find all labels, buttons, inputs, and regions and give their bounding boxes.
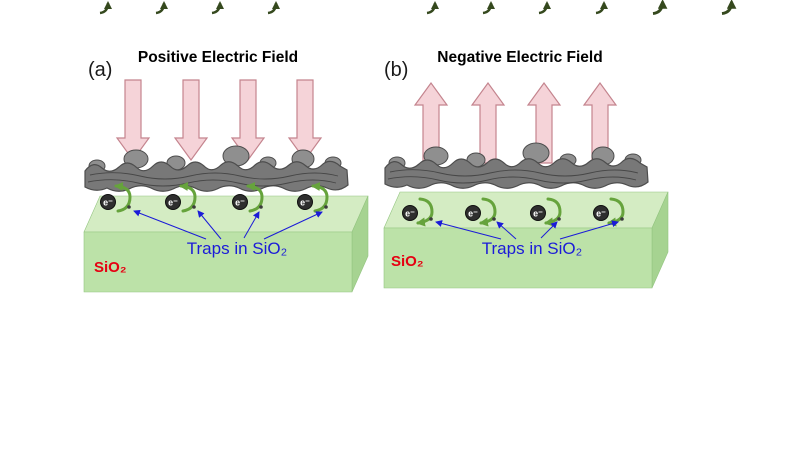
- trap-site-dot: [620, 217, 624, 221]
- electron-label: e⁻: [596, 209, 606, 219]
- substrate-label: SiO₂: [94, 259, 127, 276]
- detrap-arrow-icon: [179, 182, 197, 213]
- field-arrow-icon: [471, 82, 505, 164]
- panel-title: Negative Electric Field: [437, 49, 602, 66]
- traps-label: Traps in SiO₂: [187, 239, 287, 258]
- trap-pointer-arrow: [496, 221, 517, 240]
- cropped-artifact-icon: [596, 3, 604, 13]
- trap-arrow-icon: [479, 197, 497, 227]
- cropped-artifact-icon: [483, 3, 491, 13]
- trap-pointer-arrow: [540, 221, 558, 239]
- cropped-artifact-icon: [100, 3, 108, 13]
- cropped-artifact-icon: [539, 3, 547, 13]
- trap-site-dot: [259, 205, 263, 209]
- trap-pointer-arrow: [263, 211, 323, 240]
- detrap-arrow-icon: [311, 182, 329, 213]
- nanomaterial-film: [84, 145, 349, 192]
- trap-site-dot: [192, 205, 196, 209]
- substrate-label: SiO₂: [391, 253, 424, 270]
- electron-label: e⁻: [405, 209, 415, 219]
- panel-label: (a): [88, 59, 112, 81]
- electron-label: e⁻: [468, 209, 478, 219]
- cropped-artifact-icon: [722, 2, 732, 14]
- panel-title: Positive Electric Field: [138, 49, 298, 66]
- electron-row: e⁻ e⁻ e⁻ e⁻: [100, 182, 329, 213]
- top-crop-artifacts: [100, 2, 732, 14]
- electron-icon: e⁻: [402, 197, 434, 227]
- trap-site-dot: [429, 217, 433, 221]
- electron-label: e⁻: [168, 198, 178, 208]
- panel-a: (a) Positive Electric Field e⁻ e⁻: [83, 49, 369, 293]
- trap-site-dot: [324, 205, 328, 209]
- field-arrows-down: [116, 79, 322, 161]
- electron-icon: e⁻: [100, 182, 132, 213]
- field-arrow-icon: [174, 79, 208, 161]
- trap-arrow-icon: [416, 197, 434, 227]
- cropped-artifact-icon: [268, 3, 276, 13]
- trap-pointer-arrow: [133, 209, 207, 240]
- trap-site-dot: [127, 205, 131, 209]
- electron-icon: e⁻: [297, 182, 329, 213]
- cropped-artifact-icon: [156, 3, 164, 13]
- electron-label: e⁻: [235, 198, 245, 208]
- field-arrow-icon: [116, 79, 150, 161]
- panel-label: (b): [384, 59, 408, 81]
- detrap-arrow-icon: [114, 182, 132, 213]
- electron-label: e⁻: [103, 198, 113, 208]
- trap-site-dot: [557, 217, 561, 221]
- field-arrow-icon: [288, 79, 322, 161]
- electron-icon: e⁻: [465, 197, 497, 227]
- trap-pointer-arrow: [197, 210, 222, 240]
- detrap-arrow-icon: [246, 182, 264, 213]
- trap-arrow-icon: [544, 197, 562, 227]
- trap-site-dot: [492, 217, 496, 221]
- trap-pointer-arrows: [435, 220, 619, 240]
- electron-icon: e⁻: [165, 182, 197, 213]
- trap-pointer-arrow: [559, 220, 619, 240]
- trap-pointer-arrow: [435, 220, 502, 240]
- electron-icon: e⁻: [530, 197, 562, 227]
- cropped-artifact-icon: [653, 2, 663, 14]
- trap-pointer-arrow: [243, 211, 260, 239]
- electron-label: e⁻: [533, 209, 543, 219]
- traps-label: Traps in SiO₂: [482, 239, 582, 258]
- trap-pointer-arrows: [133, 209, 323, 240]
- electron-label: e⁻: [300, 198, 310, 208]
- cropped-artifact-icon: [427, 3, 435, 13]
- panel-b: (b) Negative Electric Field e⁻ e⁻: [383, 49, 669, 289]
- electron-icon: e⁻: [232, 182, 264, 213]
- cropped-artifact-icon: [212, 3, 220, 13]
